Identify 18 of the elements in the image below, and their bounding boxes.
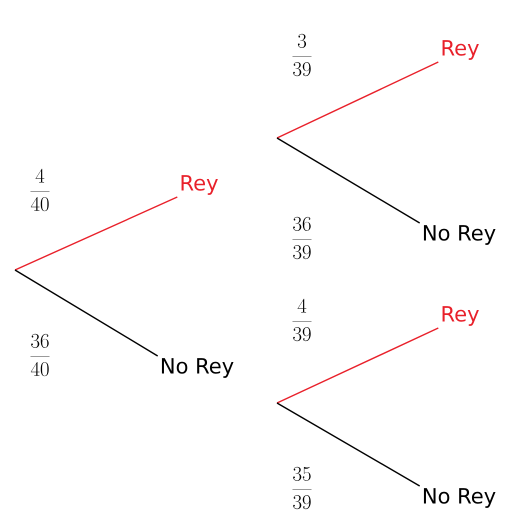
- probability-fraction: $\frac{4}{39}$: [292, 298, 312, 342]
- outcome-label: Rey: [442, 306, 479, 326]
- branch-line: [14, 196, 178, 271]
- outcome-label: No Rey: [424, 488, 496, 508]
- probability-fraction: $\frac{36}{40}$: [30, 334, 50, 376]
- branch-line: [276, 61, 439, 139]
- branch-line: [14, 269, 158, 357]
- probability-fraction: $\frac{4}{40}$: [30, 168, 50, 212]
- probability-fraction: $\frac{35}{39}$: [292, 466, 312, 510]
- outcome-label: No Rey: [162, 358, 234, 378]
- branch-line: [276, 137, 420, 224]
- outcome-label: Rey: [182, 175, 218, 195]
- probability-fraction: $\frac{36}{39}$: [292, 216, 312, 260]
- branch-line: [276, 402, 420, 487]
- probability-fraction: $\frac{3}{39}$: [292, 34, 312, 76]
- outcome-label: Rey: [442, 40, 479, 60]
- branch-line: [276, 327, 439, 404]
- outcome-label: No Rey: [424, 225, 496, 245]
